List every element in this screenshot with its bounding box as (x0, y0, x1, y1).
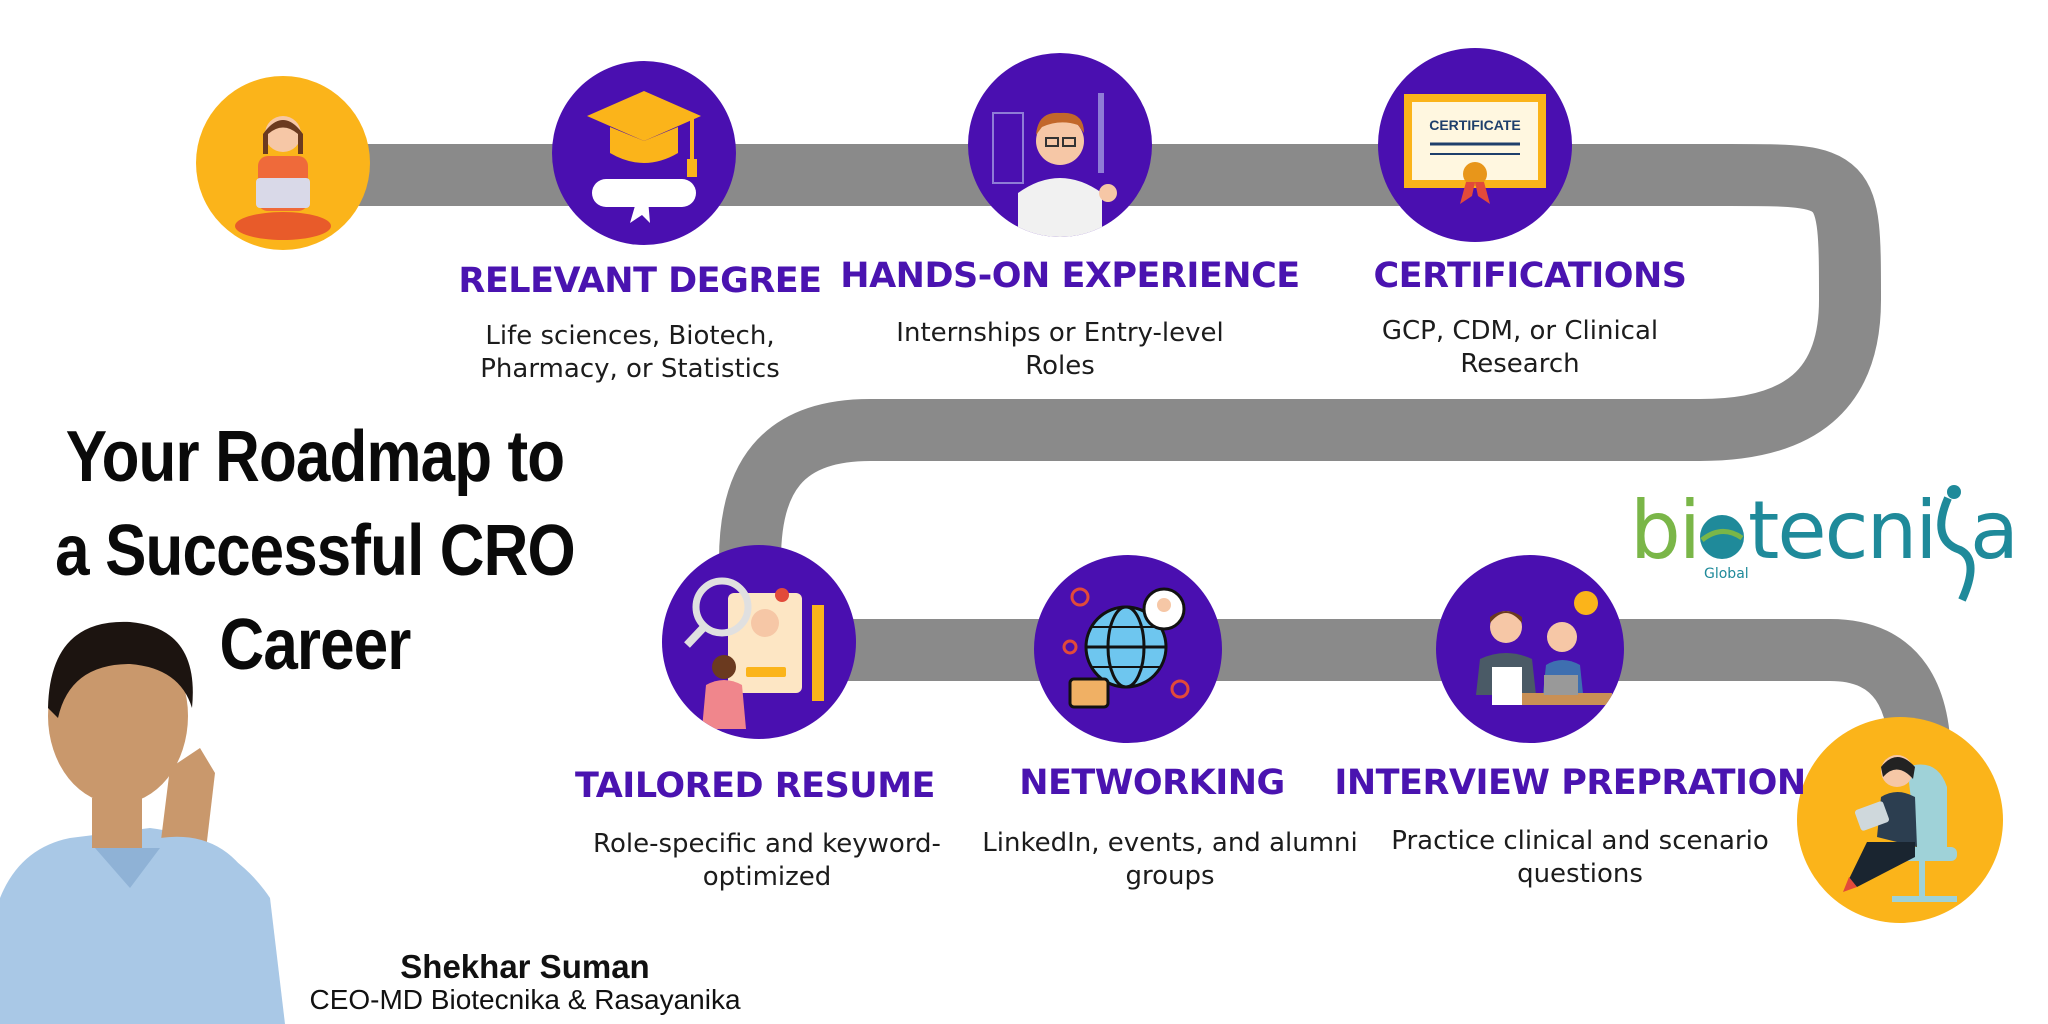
student-laptop-icon (196, 76, 370, 250)
scientist-icon (968, 53, 1152, 237)
certificate-icon: CERTIFICATE (1378, 48, 1572, 242)
svg-text:bi: bi (1630, 484, 1699, 577)
step-title-hands-on-experience: HANDS-ON EXPERIENCE (840, 256, 1300, 296)
page-title: Your Roadmap to a Successful CRO Career (55, 417, 576, 685)
logo-text-part3: a (1970, 484, 2019, 577)
step-desc-tailored-resume: Role-specific and keyword-optimized (593, 829, 941, 892)
svg-text:tecni: tecni (1748, 484, 1936, 577)
interview-icon (1436, 555, 1624, 743)
person-photo (0, 621, 285, 1024)
logo-text-part1: bi (1630, 484, 1699, 577)
logo-text-part2: tecni (1748, 484, 1936, 577)
svg-text:Global: Global (1704, 566, 1749, 582)
svg-text:a: a (1970, 484, 2019, 577)
step-title-networking: NETWORKING (1019, 763, 1285, 803)
step-desc-interview-prepration: Practice clinical and scenario questions (1391, 826, 1769, 889)
step-desc-relevant-degree: Life sciences, Biotech, Pharmacy, or Sta… (480, 321, 780, 384)
step-title-interview-prepration: INTERVIEW PREPRATION (1334, 763, 1806, 803)
biotecnika-logo: bi tecni a Global (1630, 484, 2019, 602)
step-desc-networking: LinkedIn, events, and alumni groups (982, 828, 1358, 891)
network-globe-icon (1034, 555, 1222, 743)
step-desc-hands-on-experience: Internships or Entry-level Roles (896, 318, 1224, 381)
step-desc-certifications: GCP, CDM, or Clinical Research (1381, 316, 1659, 379)
step-title-relevant-degree: RELEVANT DEGREE (458, 261, 822, 301)
person-role: CEO-MD Biotecnika & Rasayanika (309, 984, 741, 1015)
step-title-certifications: CERTIFICATIONS (1373, 256, 1687, 296)
professional-woman-icon (1797, 717, 2003, 923)
person-name: Shekhar Suman (400, 948, 650, 985)
step-title-tailored-resume: TAILORED RESUME (575, 766, 935, 806)
logo-subtext: Global (1704, 566, 1749, 582)
resume-icon (662, 545, 856, 739)
graduation-cap-icon (552, 61, 736, 245)
certificate-label: CERTIFICATE (1429, 117, 1521, 133)
